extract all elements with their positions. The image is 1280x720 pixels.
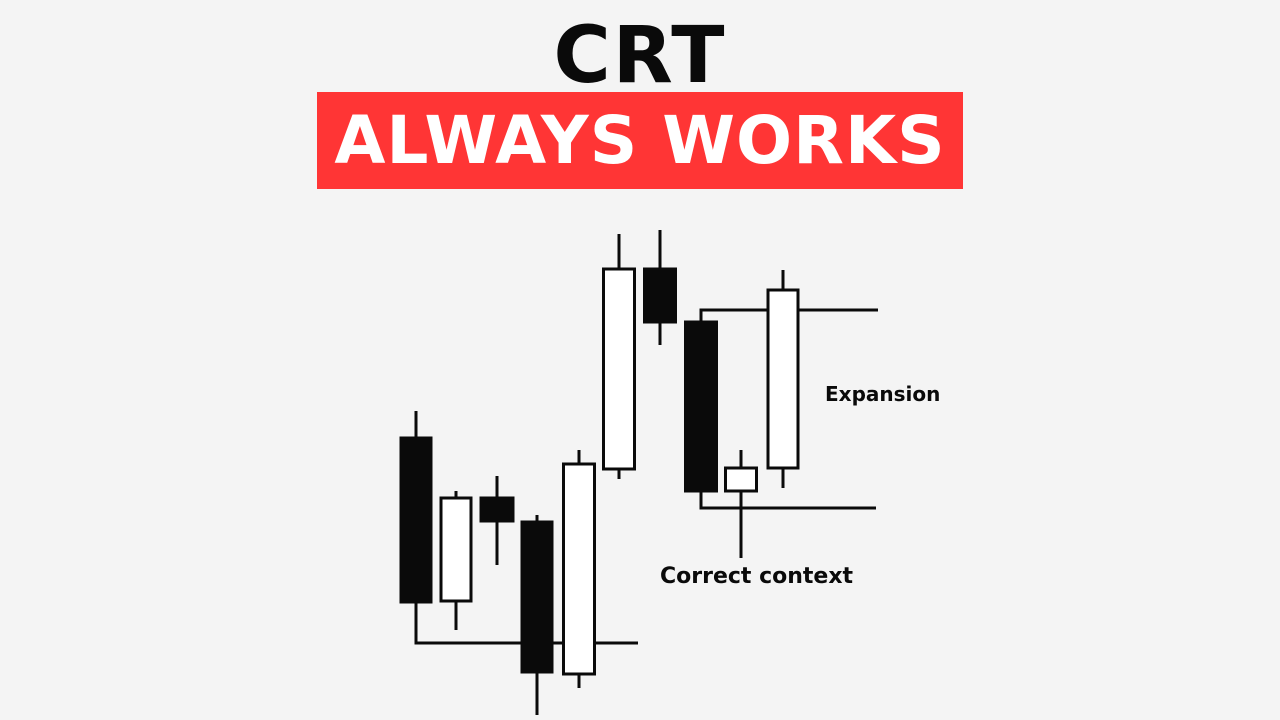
candle-5-body: [562, 462, 596, 676]
upper-range-high-level: [699, 308, 878, 322]
candle-8: [684, 320, 718, 493]
candle-group: [399, 230, 800, 715]
candle-6: [602, 234, 636, 479]
candle-2-body: [439, 496, 473, 603]
candle-8-body: [684, 320, 718, 493]
candle-9: [724, 450, 758, 558]
candle-1-body: [399, 436, 433, 604]
title-crt: CRT: [553, 11, 727, 101]
candle-3-body: [479, 496, 515, 523]
candle-3: [479, 476, 515, 565]
candle-4: [520, 515, 554, 715]
correct-context-label: Correct context: [660, 564, 854, 589]
candle-10-body: [766, 288, 800, 470]
headline-banner: ALWAYS WORKS: [317, 92, 963, 189]
candle-7-body: [643, 267, 677, 324]
candle-7: [643, 230, 677, 345]
candle-2: [439, 491, 473, 630]
candle-10: [766, 270, 800, 488]
candle-5: [562, 450, 596, 688]
expansion-label: Expansion: [825, 382, 940, 406]
candle-9-body: [724, 466, 758, 493]
candle-6-body: [602, 267, 636, 471]
candle-4-body: [520, 520, 554, 674]
banner-text: ALWAYS WORKS: [334, 102, 946, 179]
candle-1: [399, 411, 433, 604]
upper-range-low-level: [699, 491, 876, 510]
range-levels: [414, 308, 878, 645]
